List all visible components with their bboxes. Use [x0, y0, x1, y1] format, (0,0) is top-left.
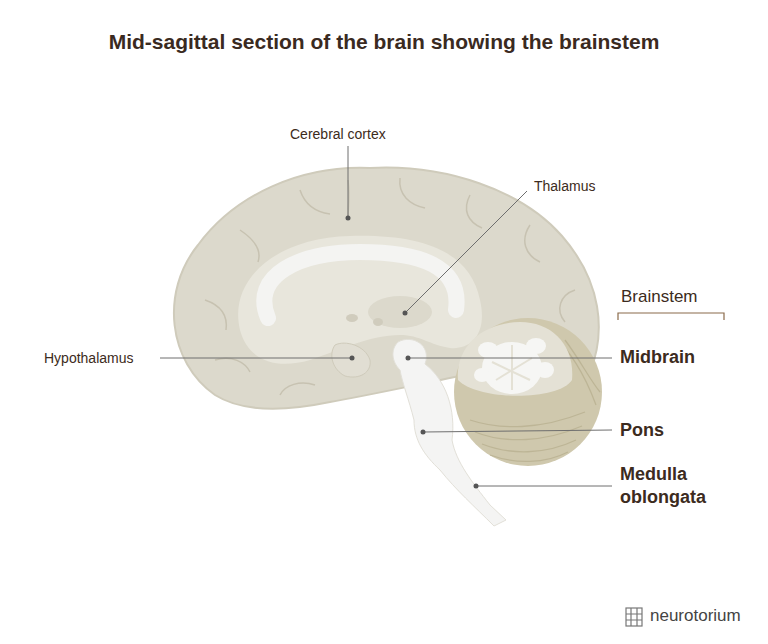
gyri-lines — [205, 178, 575, 395]
leader-dots — [346, 216, 479, 489]
hypothalamus-shape — [332, 343, 370, 377]
part-label: Midbrain — [620, 347, 695, 368]
cerebellum — [454, 318, 602, 466]
arbor-vitae — [474, 338, 554, 394]
diagram-title: Mid-sagittal section of the brain showin… — [0, 30, 768, 54]
part-label: Medulla oblongata — [620, 463, 730, 509]
cerebellum-upper — [458, 322, 572, 396]
watermark: neurotorium — [650, 606, 741, 626]
cerebrum — [174, 168, 599, 409]
brainstem — [393, 339, 506, 526]
group-label: Brainstem — [621, 287, 698, 307]
brainstem-bracket — [618, 313, 724, 320]
arbor-vitae-grooves — [492, 345, 532, 390]
thalamus-spot — [373, 318, 383, 326]
medial-surface — [238, 236, 482, 364]
cerebellum-folia — [470, 332, 600, 461]
logo-icon — [626, 608, 642, 626]
leader-lines — [160, 146, 612, 486]
thalamus-shape — [368, 296, 432, 328]
thalamus-spot — [346, 314, 358, 322]
part-label: Hypothalamus — [44, 350, 134, 366]
part-label: Pons — [620, 420, 664, 441]
part-label: Cerebral cortex — [290, 126, 386, 142]
part-label: Thalamus — [534, 178, 595, 194]
